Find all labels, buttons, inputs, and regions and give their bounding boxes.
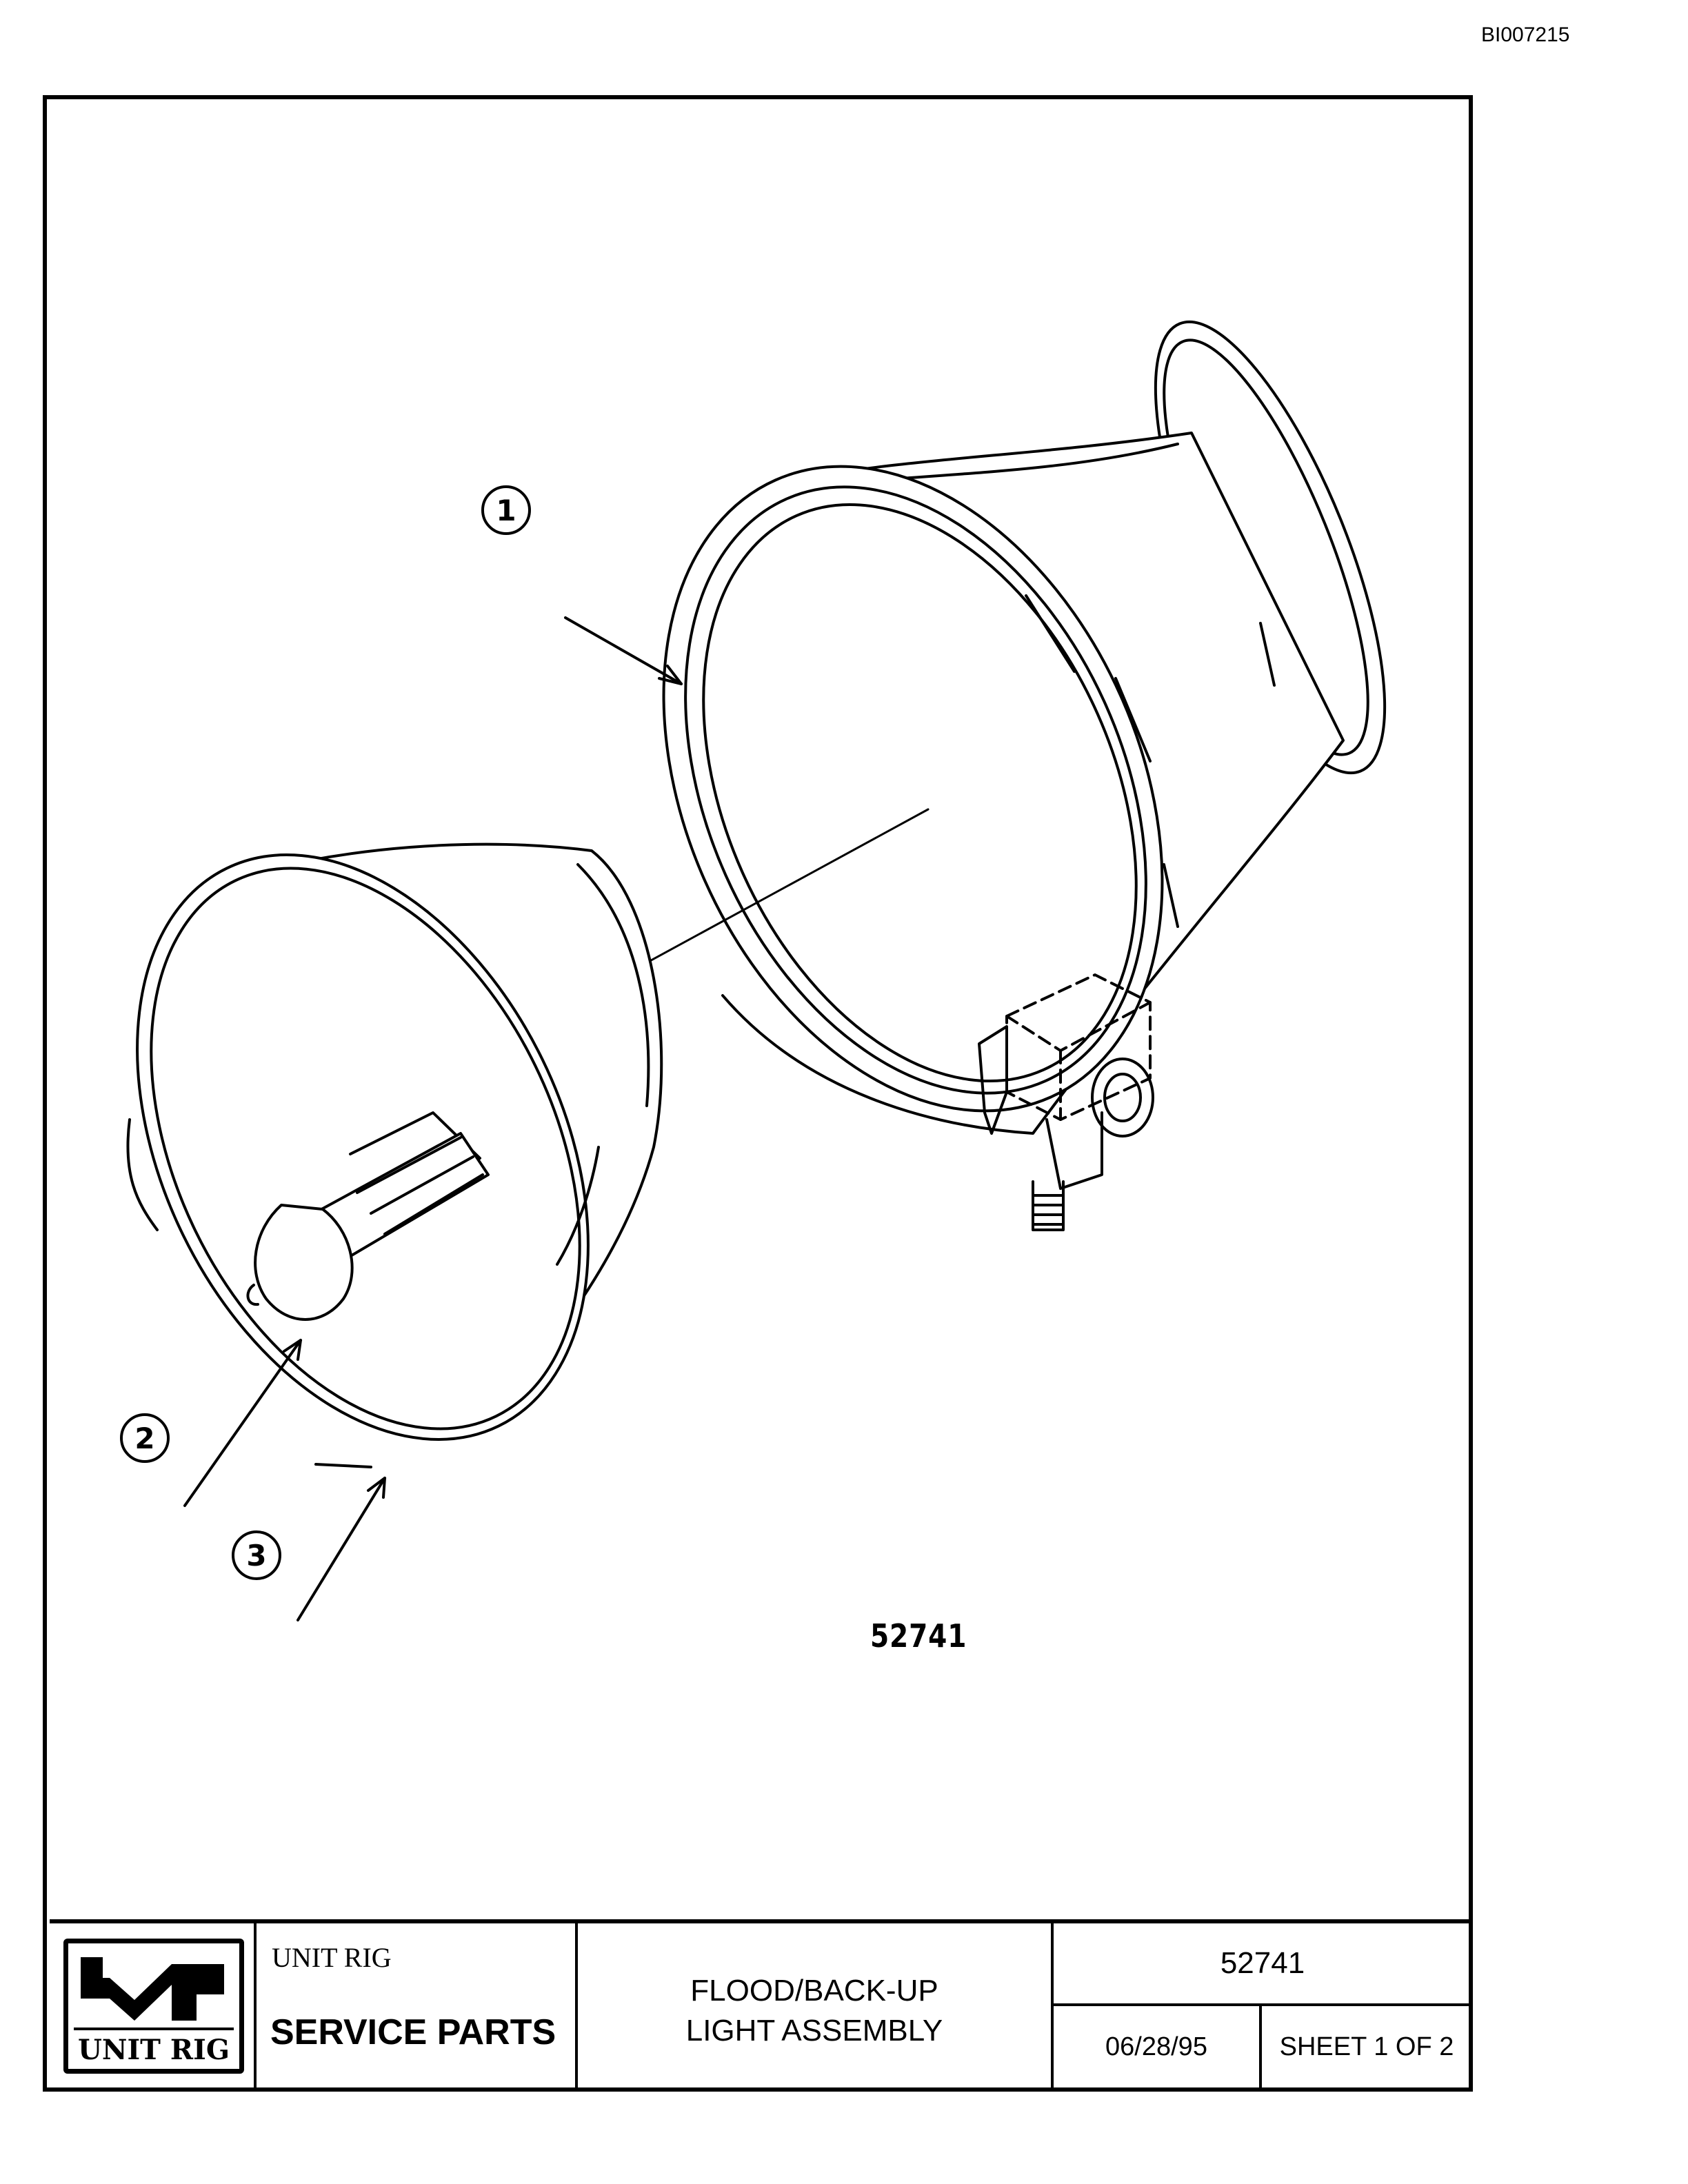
title-block: UNIT RIG UNIT RIG SERVICE PARTS FLOOD/BA… [50, 1919, 1471, 2087]
unit-rig-logo: UNIT RIG [63, 1939, 244, 2074]
bulb-part [246, 1111, 490, 1321]
leader-3 [297, 1477, 386, 1621]
callout-1: 1 [481, 485, 531, 535]
svg-text:1: 1 [496, 494, 516, 527]
svg-text:2: 2 [134, 1422, 154, 1455]
logo-cell: UNIT RIG [50, 1923, 257, 2087]
leader-2 [183, 1339, 302, 1507]
department-name: SERVICE PARTS [270, 2012, 556, 2052]
exploded-view-drawing: 1 2 3 [120, 320, 1387, 1621]
logo-text: UNIT RIG [78, 2034, 230, 2066]
info-cell: 52741 06/28/95 SHEET 1 OF 2 [1054, 1923, 1471, 2087]
sheet-number: SHEET 1 OF 2 [1279, 2032, 1454, 2061]
part-number: 52741 [1054, 1923, 1471, 2006]
company-name: UNIT RIG [272, 1942, 392, 1973]
svg-text:3: 3 [246, 1539, 266, 1573]
company-cell: UNIT RIG SERVICE PARTS [257, 1923, 578, 2087]
figure-number: 52741 [870, 1617, 967, 1655]
drawing-frame: 1 2 3 52741 UNIT RIG UNIT RIG [43, 95, 1473, 2092]
document-id: BI007215 [1481, 23, 1570, 46]
callout-2: 2 [120, 1413, 170, 1463]
drawing-date: 06/28/95 [1054, 2006, 1262, 2087]
drawing-title-line-2: LIGHT ASSEMBLY [685, 2014, 943, 2048]
leader-1 [564, 616, 683, 685]
housing-part [662, 320, 1387, 1231]
callout-3: 3 [232, 1530, 281, 1580]
assembly-centerline [636, 808, 930, 969]
drawing-title-cell: FLOOD/BACK-UP LIGHT ASSEMBLY [578, 1923, 1054, 2087]
drawing-title-line-1: FLOOD/BACK-UP [690, 1974, 938, 2008]
